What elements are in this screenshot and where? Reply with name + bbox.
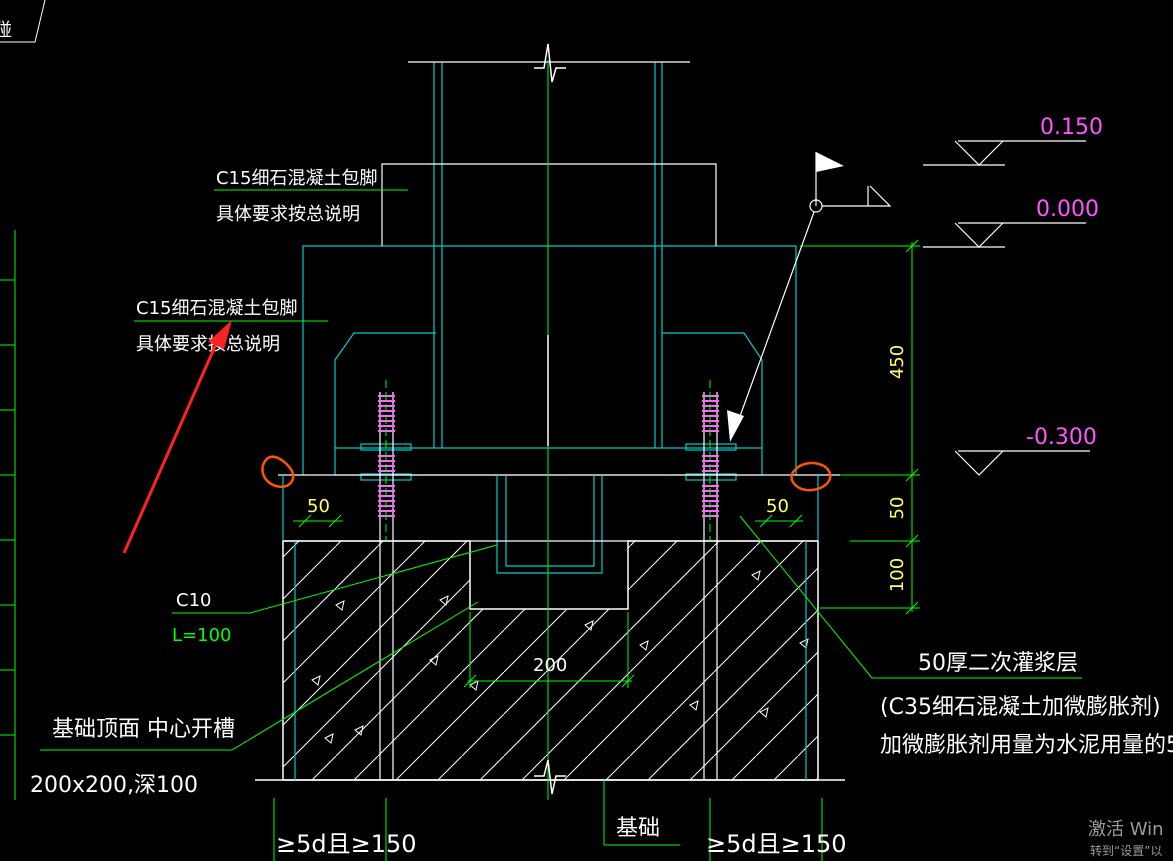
anchor-bolt-left (378, 380, 395, 780)
level-markers (923, 140, 1090, 476)
level-zero: 0.000 (1036, 197, 1099, 222)
anchor-bolt-right (702, 380, 719, 780)
flag-marker (727, 152, 892, 442)
corner-text: 碰 (0, 20, 12, 41)
grout-note-line1: 50厚二次灌浆层 (918, 651, 1078, 676)
level-top: 0.150 (1040, 115, 1103, 140)
c15-note-top-line2: 具体要求按总说明 (216, 204, 360, 225)
c10-name: C10 (176, 590, 211, 611)
watermark-line1: 激活 Win (1088, 819, 1164, 840)
dim-100-right: 100 (887, 558, 908, 592)
grout-note-line3: 加微膨胀剂用量为水泥用量的5% (880, 733, 1173, 758)
foundation-label: 基础 (616, 816, 660, 841)
c15-note-top-line1: C15细石混凝土包脚 (216, 168, 377, 189)
orange-marks (261, 455, 832, 492)
grout-note-line2: (C35细石混凝土加微膨胀剂) (880, 695, 1161, 720)
anchor-length-dims (273, 780, 823, 861)
dim-50-right-bottom: 50 (766, 496, 789, 517)
c15-note-mid-line2: 具体要求按总说明 (136, 334, 280, 355)
dim-450: 450 (887, 345, 908, 379)
dim-50-left-bottom: 50 (307, 496, 330, 517)
dim-50-right: 50 (887, 497, 908, 520)
c15-note-mid-line1: C15细石混凝土包脚 (136, 298, 297, 319)
c10-length: L=100 (172, 625, 231, 646)
bottom-dims (293, 514, 803, 688)
center-line (534, 43, 566, 800)
red-arrow-annotation (122, 320, 232, 554)
anchor-length-left: ≥5d且≥150 (276, 830, 417, 858)
left-border: 碰 (0, 0, 46, 800)
slot-note-line2: 200x200,深100 (30, 773, 198, 798)
encasement-outline (381, 61, 717, 246)
watermark-line2: 转到“设置”以 (1090, 844, 1163, 858)
level-base: -0.300 (1026, 425, 1097, 450)
anchor-length-right: ≥5d且≥150 (706, 830, 847, 858)
slot-note-line1: 基础顶面 中心开槽 (52, 717, 235, 742)
right-dimension-chain (800, 239, 920, 615)
dim-200: 200 (533, 655, 567, 676)
